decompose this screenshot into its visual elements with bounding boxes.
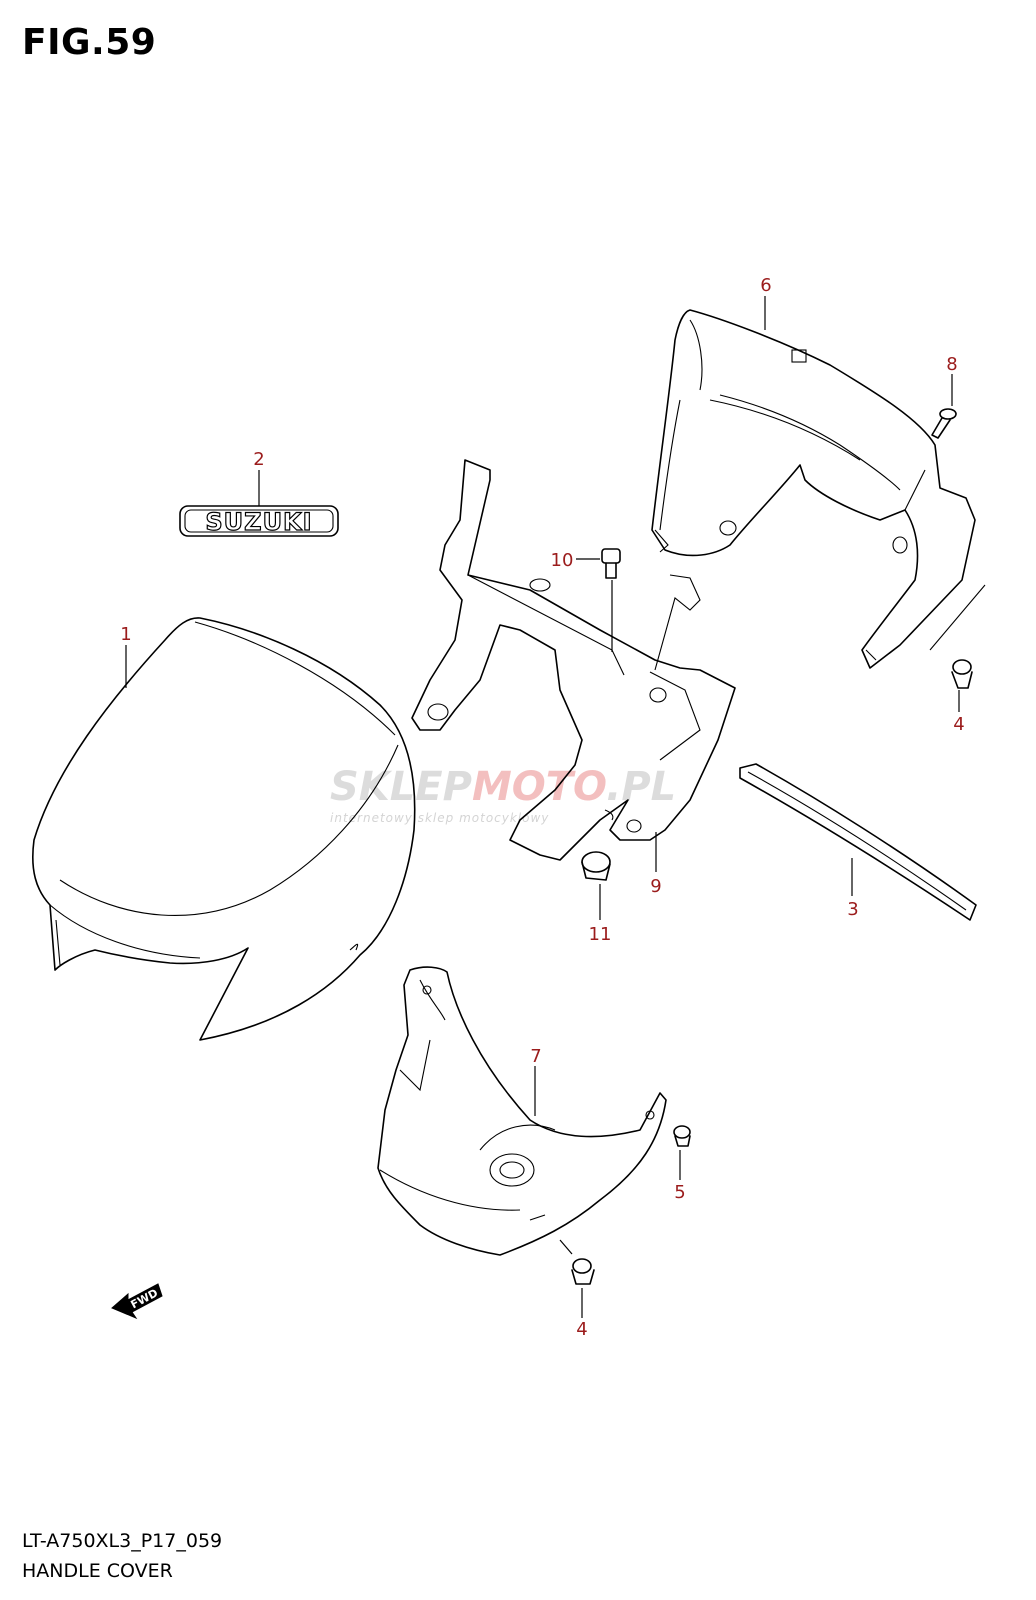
- section-name: HANDLE COVER: [22, 1560, 173, 1582]
- callout-2: 2: [253, 449, 264, 470]
- svg-text:SKLEPMOTO.PL: SKLEPMOTO.PL: [330, 764, 676, 810]
- callout-numbers: 1 2 3 4 4 5 6 7 8 9 10 11: [120, 275, 964, 1340]
- watermark-brand-left: SKLEP: [330, 764, 472, 810]
- part-10-bolt: [601, 548, 621, 579]
- emblem-text: SUZUKI: [205, 508, 312, 536]
- figure-title: FIG.59: [22, 22, 157, 63]
- part-1-handle-cover-front: [31, 617, 416, 1041]
- callout-7: 7: [530, 1046, 541, 1067]
- callout-6: 6: [760, 275, 771, 296]
- callout-9: 9: [650, 876, 661, 897]
- part-6-upper-cover: [651, 309, 986, 669]
- callout-11: 11: [589, 924, 612, 945]
- callout-8: 8: [946, 354, 957, 375]
- part-3-seal-strip: [739, 763, 977, 921]
- callout-4-lower: 4: [576, 1319, 587, 1340]
- part-5-clip: [673, 1125, 691, 1147]
- part-7-lower-cover: [377, 966, 667, 1256]
- watermark-brand-right: .PL: [606, 764, 676, 810]
- part-4-clip-lower: [571, 1258, 595, 1285]
- part-8-screw: [931, 408, 957, 439]
- model-code: LT-A750XL3_P17_059: [22, 1530, 223, 1552]
- callout-5: 5: [674, 1182, 685, 1203]
- callout-leaders: [125, 296, 960, 1318]
- fwd-label: FWD: [129, 1286, 161, 1311]
- watermark-tagline: internetowy sklep motocyklowy: [330, 811, 549, 825]
- fwd-arrow-icon: FWD: [111, 1283, 163, 1320]
- callout-1: 1: [120, 624, 131, 645]
- callout-3: 3: [847, 899, 858, 920]
- callout-10: 10: [551, 550, 574, 571]
- part-4-clip-upper: [951, 659, 973, 689]
- part-2-emblem: SUZUKI: [179, 505, 339, 537]
- watermark: SKLEPMOTO.PL internetowy sklep motocyklo…: [330, 764, 676, 825]
- callout-4-upper: 4: [953, 714, 964, 735]
- watermark-brand-mid: MOTO: [472, 764, 606, 810]
- part-11-grommet: [581, 851, 611, 881]
